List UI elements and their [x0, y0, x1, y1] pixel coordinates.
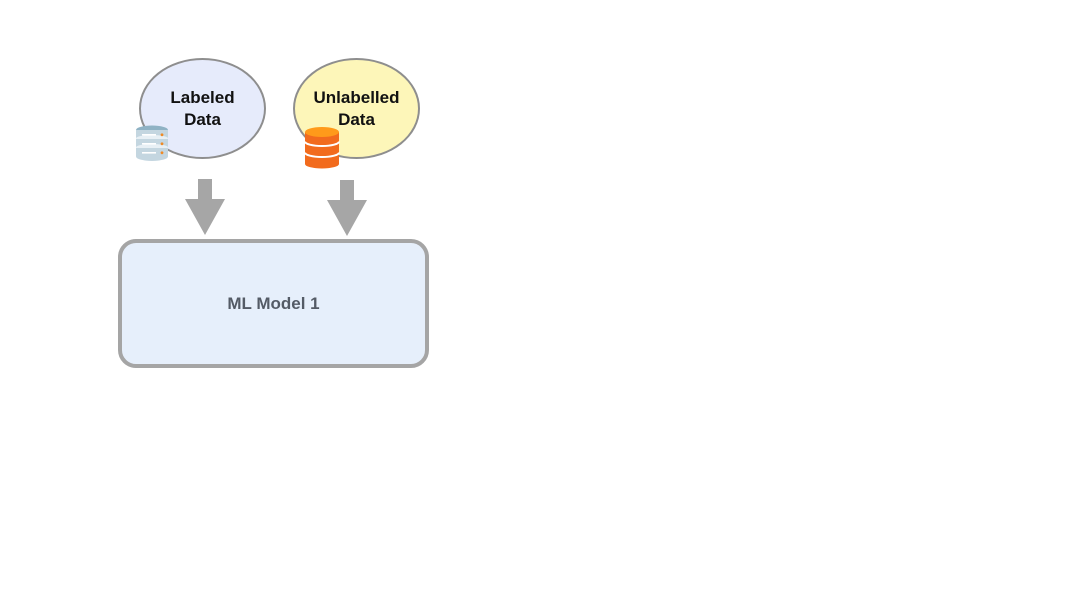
- ml-model-node: ML Model 1: [118, 239, 429, 368]
- ml-model-label: ML Model 1: [227, 293, 320, 313]
- labeled-data-label-line2: Data: [184, 109, 221, 129]
- unlabelled-data-label-line1: Unlabelled: [313, 87, 400, 107]
- unlabelled-data-label-line2: Data: [338, 109, 375, 129]
- labeled-data-label: Labeled Data: [170, 87, 234, 131]
- arrow-unlabelled-to-model: [327, 180, 367, 236]
- labeled-data-label-line1: Labeled: [170, 87, 235, 107]
- database-icon: [136, 125, 168, 161]
- unlabelled-data-label: Unlabelled Data: [314, 87, 400, 131]
- arrow-labeled-to-model: [185, 179, 225, 235]
- database-icon: [304, 127, 340, 169]
